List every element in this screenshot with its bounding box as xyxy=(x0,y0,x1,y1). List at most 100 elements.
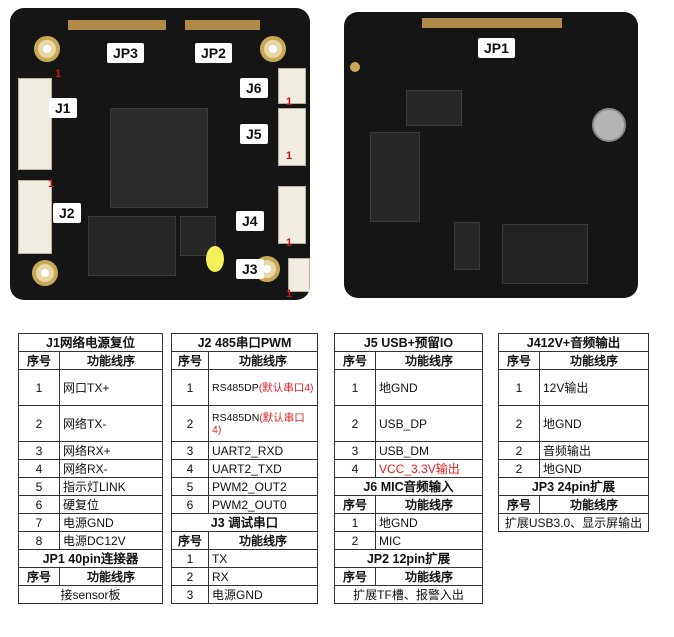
col-seq: 序号 xyxy=(498,495,540,514)
j4-connector xyxy=(278,186,306,244)
pin-number: 2 xyxy=(171,405,209,442)
j3-connector xyxy=(288,258,310,292)
label-j6: J6 xyxy=(240,78,268,98)
pin-function-main: RS485DN xyxy=(212,411,260,424)
j6-connector xyxy=(278,68,306,104)
table-title: J412V+音频输出 xyxy=(498,333,649,352)
table-title: J5 USB+预留IO xyxy=(334,333,483,352)
pin-number: 3 xyxy=(171,585,209,604)
pin-number: 2 xyxy=(334,405,376,442)
soc-chip xyxy=(110,108,208,208)
fpc-connector xyxy=(185,20,260,30)
pin-number: 1 xyxy=(334,369,376,406)
pin1-marker: 1 xyxy=(286,150,293,162)
table-title: J1网络电源复位 xyxy=(18,333,163,352)
mount-hole xyxy=(260,36,286,62)
pin-function-note: (默认串口4) xyxy=(212,411,305,436)
label-j4: J4 xyxy=(236,211,264,231)
col-seq: 序号 xyxy=(498,351,540,370)
pin1-marker: 1 xyxy=(286,96,293,108)
label-j3: J3 xyxy=(236,259,264,279)
pin-function: RX xyxy=(208,567,318,586)
pin-number: 1 xyxy=(334,513,376,532)
col-seq: 序号 xyxy=(171,351,209,370)
table-title: J6 MIC音频输入 xyxy=(334,477,483,496)
pin-function: TX xyxy=(208,549,318,568)
label-j1: J1 xyxy=(49,98,77,118)
col-seq: 序号 xyxy=(334,567,376,586)
table-title: JP3 24pin扩展 xyxy=(498,477,649,496)
pin-number: 2 xyxy=(498,459,540,478)
label-jp2: JP2 xyxy=(195,43,232,63)
label-jp1: JP1 xyxy=(478,38,515,58)
pin-function: UART2_RXD xyxy=(208,441,318,460)
col-func: 功能线序 xyxy=(539,351,649,370)
pin1-marker: 1 xyxy=(286,288,293,300)
board-photo-front xyxy=(10,8,310,300)
pin-number: 3 xyxy=(171,441,209,460)
fpc-connector xyxy=(422,18,562,28)
pin1-marker: 1 xyxy=(286,237,293,249)
pin-number: 6 xyxy=(171,495,209,514)
pin-function: 电源GND xyxy=(208,585,318,604)
chip xyxy=(406,90,462,126)
board-photo-back xyxy=(344,12,638,298)
ram-chip xyxy=(88,216,176,276)
pin-number: 2 xyxy=(498,441,540,460)
fpc-connector xyxy=(68,20,166,30)
col-func: 功能线序 xyxy=(539,495,649,514)
pin-number: 4 xyxy=(334,459,376,478)
pin-function: RS485DN(默认串口4) xyxy=(208,405,318,442)
table-title: J3 调试串口 xyxy=(171,513,318,532)
pin-function: UART2_TXD xyxy=(208,459,318,478)
ethernet-transformer xyxy=(502,224,588,284)
pin-number: 7 xyxy=(18,513,60,532)
col-seq: 序号 xyxy=(18,567,60,586)
pin-function: 电源DC12V xyxy=(59,531,163,550)
jp1-content: 接sensor板 xyxy=(18,585,163,604)
pin-number: 5 xyxy=(171,477,209,496)
table-title: JP2 12pin扩展 xyxy=(334,549,483,568)
pin-function: PWM2_OUT2 xyxy=(208,477,318,496)
mount-hole xyxy=(34,36,60,62)
pin-number: 4 xyxy=(18,459,60,478)
ram-chip xyxy=(370,132,420,222)
col-seq: 序号 xyxy=(171,531,209,550)
j1-connector xyxy=(18,78,52,170)
col-seq: 序号 xyxy=(18,351,60,370)
pin-function: 地GND xyxy=(375,513,483,532)
label-j5: J5 xyxy=(240,124,268,144)
pin-number: 8 xyxy=(18,531,60,550)
pin-function: 地GND xyxy=(375,369,483,406)
pin-number: 4 xyxy=(171,459,209,478)
battery-component xyxy=(592,108,626,142)
table-title: JP1 40pin连接器 xyxy=(18,549,163,568)
pin-number: 2 xyxy=(18,405,60,442)
pin-function: 硬复位 xyxy=(59,495,163,514)
pin-function: USB_DM xyxy=(375,441,483,460)
pin-function: 电源GND xyxy=(59,513,163,532)
mount-pad xyxy=(350,62,360,72)
pin-number: 6 xyxy=(18,495,60,514)
pin-function: 12V输出 xyxy=(539,369,649,406)
pin-function: 网络RX- xyxy=(59,459,163,478)
col-seq: 序号 xyxy=(334,351,376,370)
col-func: 功能线序 xyxy=(59,567,163,586)
pin-number: 2 xyxy=(334,531,376,550)
yellow-component xyxy=(206,246,224,272)
col-seq: 序号 xyxy=(334,495,376,514)
mount-hole xyxy=(32,260,58,286)
col-func: 功能线序 xyxy=(375,495,483,514)
pin-number: 1 xyxy=(18,369,60,406)
col-func: 功能线序 xyxy=(375,567,483,586)
label-j2: J2 xyxy=(53,203,81,223)
pin-function: 地GND xyxy=(539,405,649,442)
pin-function-note: (默认串口4) xyxy=(258,381,314,394)
pin1-marker: 1 xyxy=(48,178,55,190)
jp2-content: 扩展TF槽、报警入出 xyxy=(334,585,483,604)
col-func: 功能线序 xyxy=(375,351,483,370)
